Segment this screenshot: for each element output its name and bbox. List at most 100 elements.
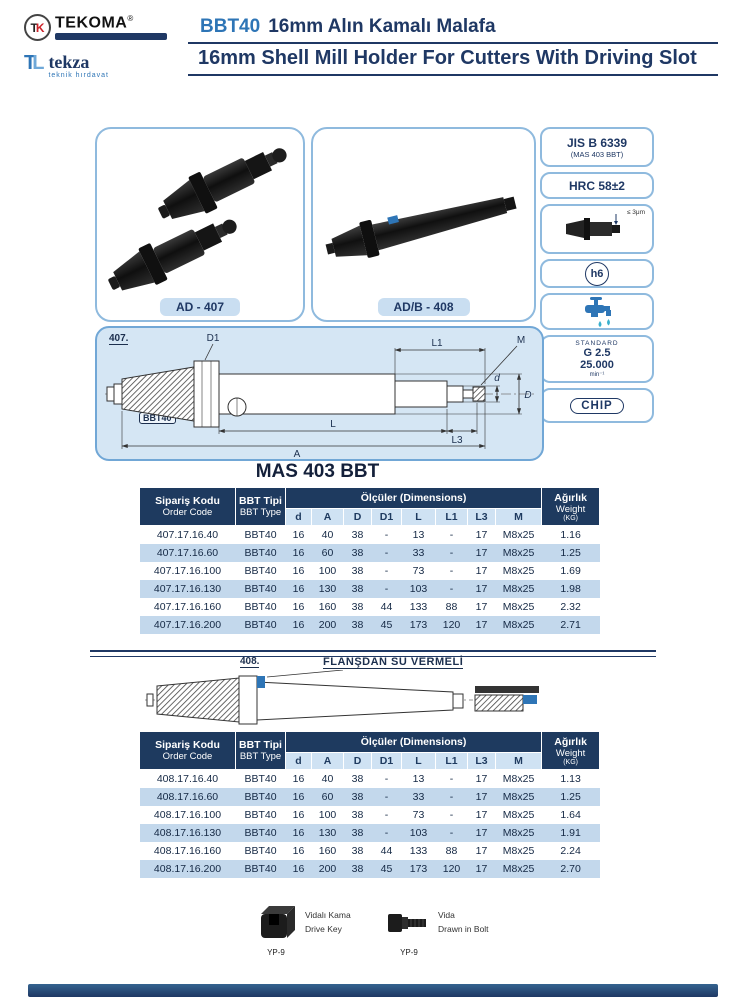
runout-value: ≤ 3μm <box>626 209 645 216</box>
accessory-code: YP-9 <box>400 948 418 957</box>
order-code-cell: 408.17.16.40 <box>139 769 236 788</box>
value-cell: 73 <box>401 806 436 824</box>
mas-standard: (MAS 403 BBT) <box>570 149 624 159</box>
product-code: BBT40 <box>200 16 261 37</box>
value-cell: 173 <box>401 616 436 634</box>
registered-mark: ® <box>127 14 134 23</box>
value-cell: - <box>371 525 402 544</box>
value-cell: - <box>371 562 402 580</box>
order-code-cell: 408.17.16.60 <box>139 788 236 806</box>
type-tr: BBT Tipi <box>239 495 282 507</box>
value-cell: 133 <box>401 842 436 860</box>
value-cell: 100 <box>311 562 344 580</box>
tekoma-brand-name: TEKOMA <box>55 14 128 32</box>
col-header-dimensions: Ölçüler (Dimensions) <box>284 487 543 509</box>
dim-col-header: L3 <box>467 752 496 770</box>
technical-drawing-407: 407. BBT40 <box>95 326 544 461</box>
value-cell: 17 <box>467 544 496 562</box>
value-cell: 44 <box>371 842 402 860</box>
tekza-logo-icon: TL <box>24 52 45 74</box>
order-code-cell: 407.17.16.40 <box>139 525 236 544</box>
photo-label-407: AD - 407 <box>159 298 241 316</box>
dim-col-header: D1 <box>371 508 402 526</box>
drawing-407-svg: D1 L1 M L L3 A d <box>105 333 535 459</box>
value-cell: 16 <box>285 616 312 634</box>
dim-label-d-small: d <box>494 373 500 384</box>
value-cell: 17 <box>467 525 496 544</box>
tekza-logo: TL tekza teknik hırdavat <box>24 53 184 79</box>
value-cell: M8x25 <box>495 842 542 860</box>
value-cell: 38 <box>343 616 372 634</box>
tekoma-tagline-bar <box>55 33 167 41</box>
weight-en: Weight <box>555 747 586 759</box>
accessory-drive-key: Vidalı Kama Drive Key YP-9 <box>253 902 351 957</box>
mas-standard-title: MAS 403 BBT <box>255 461 380 482</box>
col-header-weight: Ağırlık Weight (KG) <box>541 731 601 770</box>
value-cell: 60 <box>311 788 344 806</box>
col-header-weight: Ağırlık Weight (KG) <box>541 487 601 526</box>
value-cell: BBT40 <box>235 525 286 544</box>
value-cell: 1.13 <box>541 769 600 788</box>
value-cell: 2.24 <box>541 842 600 860</box>
value-cell: 38 <box>343 860 372 878</box>
value-cell: 200 <box>311 616 344 634</box>
dim-col-header: L <box>401 508 436 526</box>
value-cell: 17 <box>467 562 496 580</box>
value-cell: BBT40 <box>235 580 286 598</box>
value-cell: 130 <box>311 824 344 842</box>
col-header-order-code: Sipariş Kodu Order Code <box>139 487 236 526</box>
value-cell: - <box>371 580 402 598</box>
value-cell: M8x25 <box>495 544 542 562</box>
accessory-drawn-in-bolt: Vida Drawn in Bolt YP-9 <box>386 902 489 957</box>
technical-drawing-408: 408. FLANŞDAN SU VERMELİ <box>143 656 558 728</box>
tolerance-box: h6 <box>540 259 654 288</box>
order-code-cell: 408.17.16.100 <box>139 806 236 824</box>
value-cell: - <box>435 562 468 580</box>
value-cell: 45 <box>371 616 402 634</box>
order-code-cell: 407.17.16.100 <box>139 562 236 580</box>
title-english: 16mm Shell Mill Holder For Cutters With … <box>198 47 697 69</box>
value-cell: 120 <box>435 860 468 878</box>
value-cell: 1.25 <box>541 544 600 562</box>
accessory-name-en: Drawn in Bolt <box>438 923 489 934</box>
dim-label-a: A <box>294 449 301 459</box>
value-cell: 40 <box>311 769 344 788</box>
type-en: BBT Type <box>239 507 282 518</box>
holder-photo-illustration <box>101 133 295 304</box>
value-cell: 133 <box>401 598 436 616</box>
order-code-cell: 408.17.16.200 <box>139 860 236 878</box>
value-cell: 38 <box>343 824 372 842</box>
spec-column: JIS B 6339 (MAS 403 BBT) HRC 58±2 ≤ 3μm … <box>540 127 654 423</box>
value-cell: 173 <box>401 860 436 878</box>
balance-box: STANDARD G 2.5 25.000 min⁻¹ <box>540 335 654 383</box>
dim-label-d-big: D <box>524 390 531 401</box>
value-cell: BBT40 <box>235 860 286 878</box>
value-cell: - <box>435 824 468 842</box>
dim-label-l: L <box>330 419 336 430</box>
balance-unit: min⁻¹ <box>589 372 605 378</box>
value-cell: 2.70 <box>541 860 600 878</box>
value-cell: 45 <box>371 860 402 878</box>
value-cell: M8x25 <box>495 616 542 634</box>
weight-tr: Ağırlık <box>554 735 587 748</box>
value-cell: 16 <box>285 598 312 616</box>
dim-col-header: A <box>311 508 344 526</box>
drawing-ref-407: 407. <box>109 333 129 345</box>
tekza-brand-name: tekza <box>48 52 90 72</box>
value-cell: M8x25 <box>495 580 542 598</box>
value-cell: 16 <box>285 842 312 860</box>
value-cell: 88 <box>435 598 468 616</box>
value-cell: 17 <box>467 842 496 860</box>
tekza-tagline: teknik hırdavat <box>48 72 109 79</box>
value-cell: M8x25 <box>495 806 542 824</box>
type-tr: BBT Tipi <box>239 739 282 751</box>
order-code-cell: 408.17.16.160 <box>139 842 236 860</box>
accessory-name-tr: Vida <box>438 910 455 920</box>
type-en: BBT Type <box>239 751 282 762</box>
balance-speed: 25.000 <box>580 359 614 371</box>
